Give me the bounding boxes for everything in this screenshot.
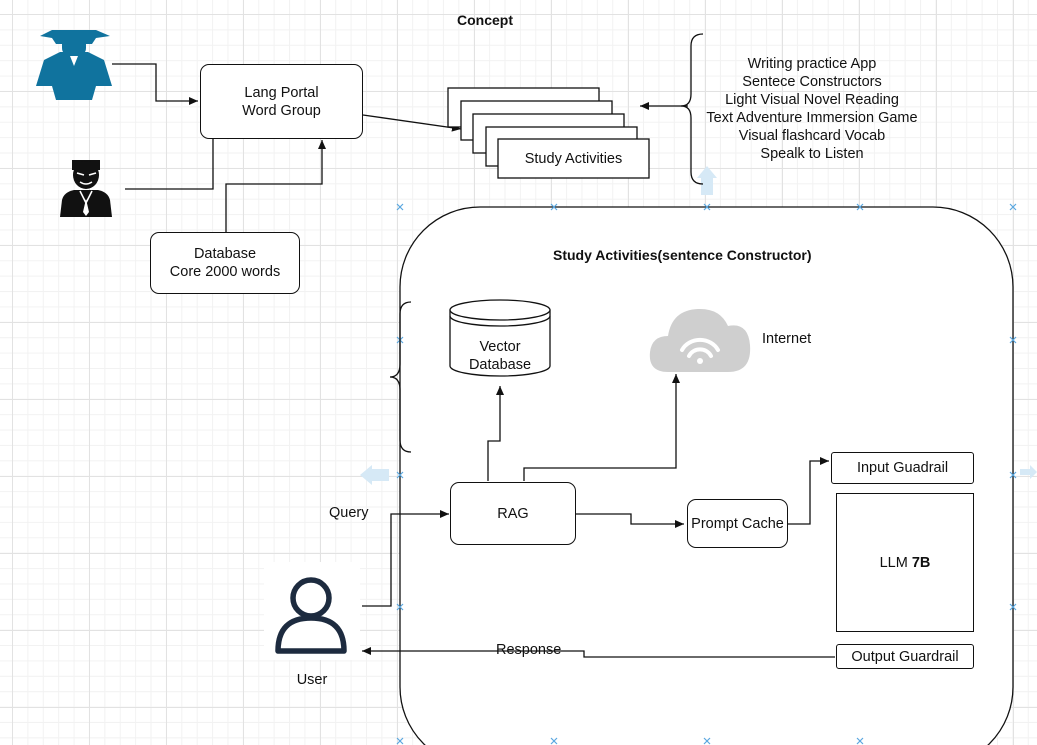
llm-box[interactable]: LLM 7B [836, 493, 974, 632]
handle-marker [550, 203, 558, 211]
lang-portal-line1: Lang Portal [244, 84, 319, 101]
prompt-cache-label: Prompt Cache [691, 515, 784, 532]
user-icon [275, 577, 347, 654]
teacher-icon [60, 160, 112, 217]
vector-database-label: Vector Database [450, 338, 550, 374]
study-activities-label[interactable]: Study Activities [524, 151, 623, 167]
connector-portal-to-activities [362, 114, 462, 132]
handle-marker [1009, 471, 1017, 479]
activity-item: Spealk to Listen [760, 146, 864, 162]
user-label: User [296, 672, 328, 688]
connector-rag-to-internet [523, 374, 680, 481]
hover-arrow-right [1020, 465, 1037, 479]
connector-query [362, 510, 449, 607]
hover-arrow-up [697, 166, 717, 195]
vector-line2: Database [468, 357, 532, 373]
cloud-icon [649, 308, 751, 372]
cylinder-icon [449, 299, 551, 377]
lang-portal-box[interactable]: Lang Portal Word Group [200, 64, 363, 139]
handle-marker [856, 203, 864, 211]
handle-marker [703, 203, 711, 211]
activity-item: Light Visual Novel Reading [725, 92, 899, 108]
connector-rag-to-cache [576, 513, 684, 528]
container-title: Study Activities(sentence Constructor) [553, 247, 812, 263]
vector-line1: Vector [479, 339, 521, 355]
activity-item: Visual flashcard Vocab [738, 128, 886, 144]
hover-arrow-left [360, 465, 389, 485]
output-guardrail-box[interactable]: Output Guardrail [836, 644, 974, 669]
llm-name: LLM [879, 554, 908, 571]
handle-marker [396, 603, 404, 611]
vector-brace [389, 301, 412, 453]
handle-marker [1009, 603, 1017, 611]
study-activities-stack [447, 87, 650, 179]
internet-label: Internet [762, 331, 812, 347]
activities-list: Writing practice App Sentece Constructor… [698, 55, 926, 163]
hover-arrows [360, 166, 1037, 485]
activities-list-brace [680, 33, 704, 185]
lang-portal-line2: Word Group [242, 102, 321, 119]
prompt-cache-box[interactable]: Prompt Cache [687, 499, 788, 548]
activity-item: Text Adventure Immersion Game [706, 110, 918, 126]
output-guardrail-label: Output Guardrail [851, 648, 959, 665]
handle-marker [1009, 203, 1017, 211]
input-guardrail-label: Input Guadrail [856, 460, 949, 476]
rag-label: RAG [497, 505, 529, 522]
activity-item: Writing practice App [747, 56, 877, 72]
connector-cache-to-input-guardrail [788, 457, 829, 525]
handle-marker [550, 737, 558, 745]
database-box[interactable]: Database Core 2000 words [150, 232, 300, 294]
database-line1: Database [193, 246, 257, 262]
handle-marker [856, 737, 864, 745]
student-icon [36, 30, 112, 100]
handle-marker [396, 203, 404, 211]
handle-marker [396, 471, 404, 479]
connector-response [362, 647, 835, 658]
handle-marker [396, 737, 404, 745]
database-line2: Core 2000 words [169, 264, 281, 280]
llm-size: 7B [911, 554, 931, 571]
connector-database-to-portal [225, 140, 326, 232]
page-title: Concept [457, 12, 513, 28]
query-label: Query [329, 505, 369, 521]
stack-layer [497, 138, 650, 179]
activity-item: Sentece Constructors [742, 74, 882, 90]
rag-box[interactable]: RAG [450, 482, 576, 545]
handle-marker [703, 737, 711, 745]
connector-rag-to-vector [487, 386, 504, 481]
connector-teacher-to-portal [125, 139, 214, 190]
response-label: Response [496, 642, 562, 658]
connector-student-to-portal [112, 63, 198, 105]
handle-marker [1009, 336, 1017, 344]
selection-handles [396, 203, 1017, 745]
input-guardrail-box[interactable]: Input Guadrail [831, 452, 974, 484]
